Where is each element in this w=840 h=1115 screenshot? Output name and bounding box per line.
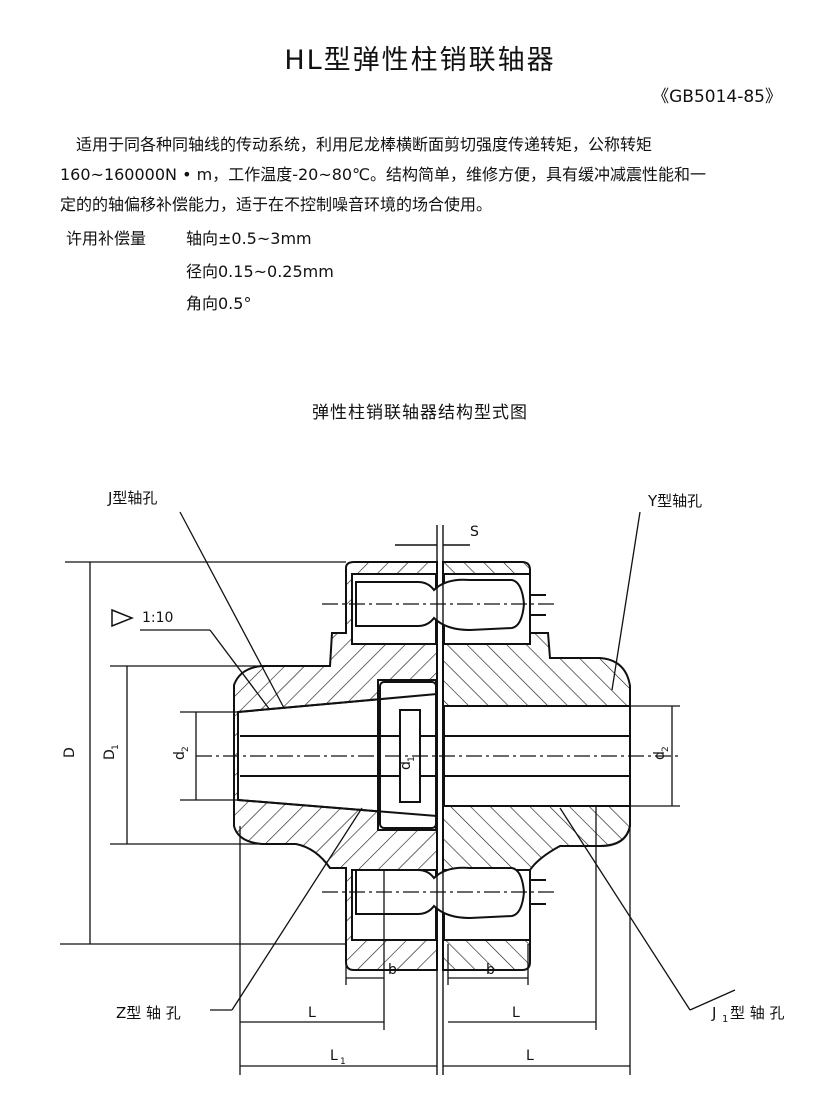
allowance-radial: 径向0.15~0.25mm (186, 262, 334, 281)
svg-text:1: 1 (111, 744, 121, 750)
svg-text:1: 1 (340, 1057, 346, 1067)
description-line-2: 160~160000N • m，工作温度-20~80℃。结构简单，维修方便，具有… (60, 165, 707, 184)
svg-text:d: d (398, 761, 414, 770)
dim-L1-label: L 1 (330, 1048, 346, 1067)
svg-text:L: L (330, 1048, 338, 1064)
svg-text:型 轴 孔: 型 轴 孔 (730, 1004, 785, 1022)
gap-lines (395, 525, 470, 1075)
svg-text:d: d (652, 751, 668, 760)
center-lines (196, 603, 680, 893)
dim-D1-label: D 1 (102, 744, 121, 760)
gap-s-label: S (470, 524, 479, 540)
description-line-3: 定的的轴偏移补偿能力，适于在不控制噪音环境的场合使用。 (60, 195, 493, 214)
allowance-angular: 角向0.5° (186, 294, 252, 313)
dim-d2-right-label: d 2 (652, 746, 671, 760)
allowance-axial: 轴向±0.5~3mm (186, 229, 312, 248)
svg-text:1: 1 (722, 1014, 728, 1025)
dim-b-right-label: b (486, 962, 495, 978)
svg-text:d: d (172, 751, 188, 760)
y-hole-label: Y型轴孔 (647, 492, 702, 510)
dim-d2-left-label: d 2 (172, 746, 191, 760)
diagram-title: 弹性柱销联轴器结构型式图 (312, 403, 528, 423)
bore-lines (237, 681, 630, 829)
description-line-1: 适用于同各种同轴线的传动系统，利用尼龙棒横断面剪切强度传递转矩，公称转矩 (76, 135, 653, 154)
svg-text:2: 2 (661, 746, 671, 752)
j1-hole-label: J 1 型 轴 孔 (711, 1004, 785, 1025)
dim-L-left-label: L (308, 1005, 316, 1021)
elastic-pins (355, 578, 546, 920)
standard-code: 《GB5014-85》 (652, 87, 782, 107)
j-hole-label: J型轴孔 (107, 489, 157, 507)
page-title: HL型弹性柱销联轴器 (284, 45, 556, 76)
dim-D-label: D (62, 747, 78, 758)
svg-text:D: D (102, 749, 118, 760)
svg-text:1: 1 (407, 756, 417, 762)
svg-text:2: 2 (181, 746, 191, 752)
dim-b-left-label: b (388, 962, 397, 978)
taper-icon (111, 608, 135, 628)
dim-d1-label: d 1 (398, 756, 417, 770)
dim-L-bottom-right-label: L (526, 1048, 534, 1064)
taper-label: 1:10 (142, 610, 173, 626)
allowance-label: 许用补偿量 (66, 229, 147, 248)
dimension-lines (60, 511, 736, 1075)
svg-text:J: J (711, 1004, 716, 1022)
dim-L-right-label: L (512, 1005, 520, 1021)
z-hole-label: Z型 轴 孔 (116, 1004, 181, 1022)
